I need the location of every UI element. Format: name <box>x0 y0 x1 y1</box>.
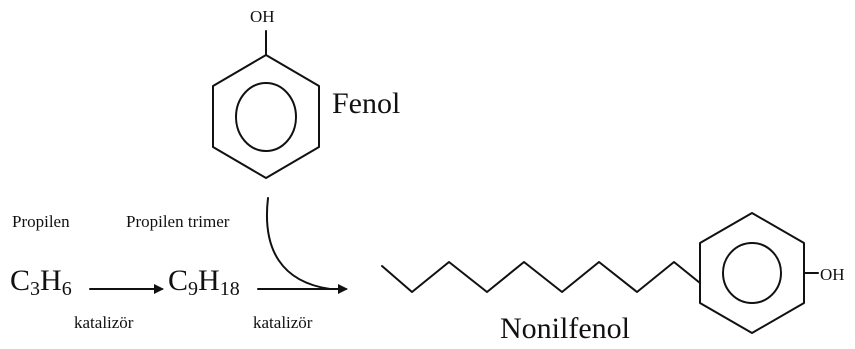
phenol-name: Fenol <box>332 87 400 120</box>
phenol-curved-arrow <box>266 197 331 290</box>
catalyst-label-2: katalizör <box>253 313 313 332</box>
trimer-formula: C9H18 <box>168 264 240 300</box>
phenol-ring <box>212 54 320 179</box>
nonylphenol-aromatic-circle <box>722 242 782 304</box>
trimer-label: Propilen trimer <box>126 212 230 231</box>
trimer-block: Propilen trimer C9H18 <box>126 212 240 300</box>
propylene-block: Propilen C3H6 <box>10 212 72 300</box>
nonylphenol-name: Nonilfenol <box>500 312 630 345</box>
propylene-formula: C3H6 <box>10 264 72 300</box>
propylene-label: Propilen <box>12 212 70 231</box>
catalyst-label-1: katalizör <box>74 313 134 332</box>
nonylphenol-structure: OH Nonilfenol <box>381 212 845 345</box>
phenol-aromatic-circle <box>235 82 297 152</box>
phenol-structure: OH Fenol <box>212 7 400 179</box>
nonyl-chain <box>381 261 701 293</box>
nonylphenol-oh-label: OH <box>820 265 845 284</box>
phenol-oh-label: OH <box>250 7 275 26</box>
nonylphenol-ring <box>699 212 805 334</box>
